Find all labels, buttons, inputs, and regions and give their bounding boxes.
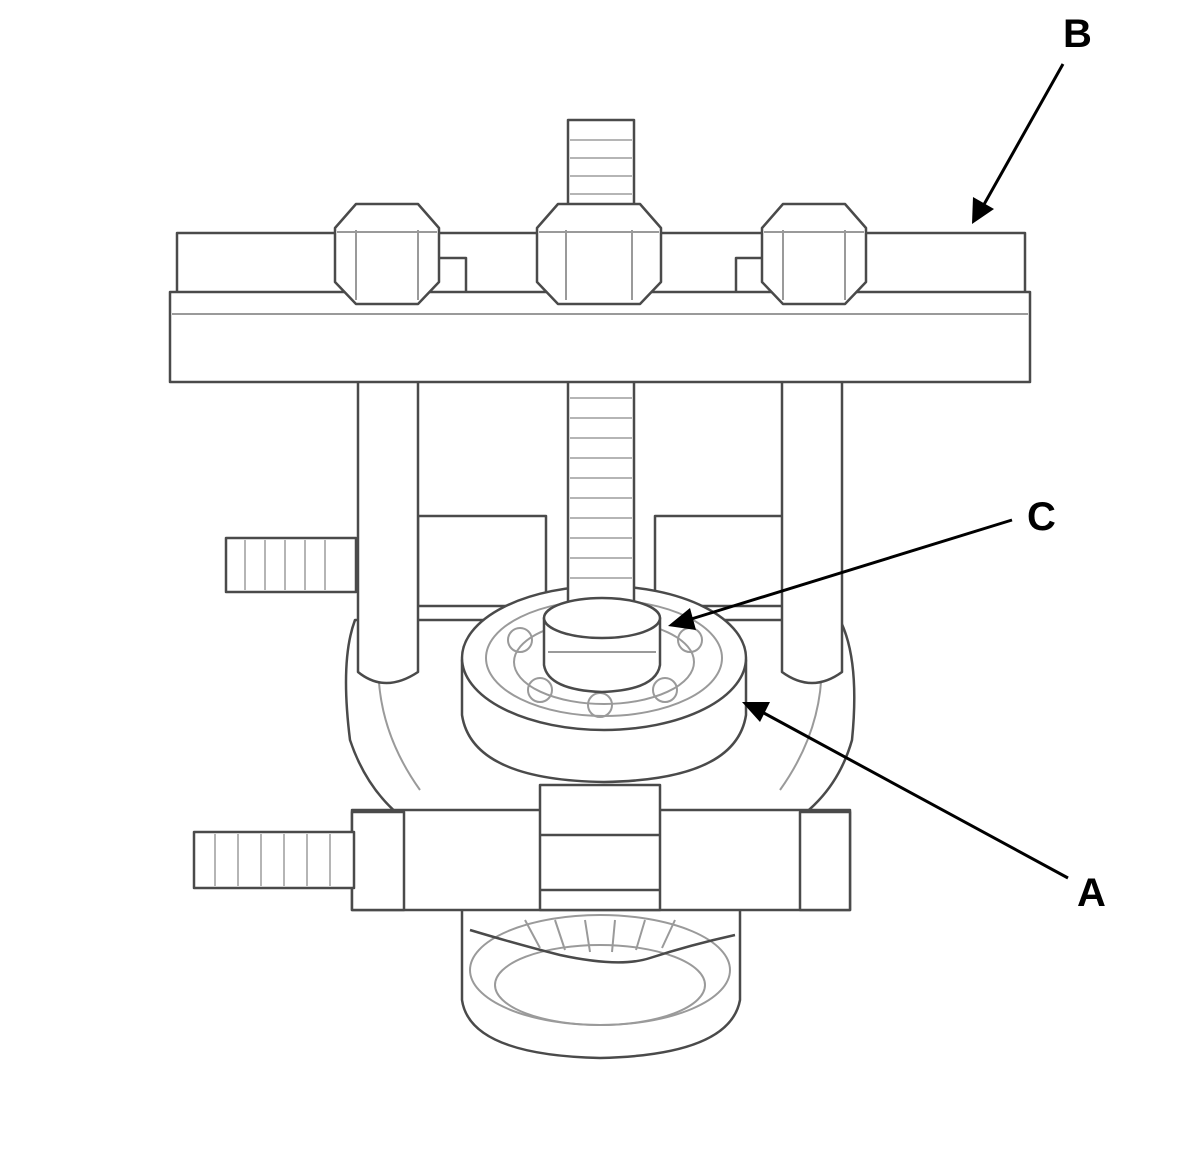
puller-legs <box>356 378 844 685</box>
hex-nut-right <box>760 202 868 306</box>
lower-bearing <box>460 903 742 1060</box>
hex-nut-left <box>333 202 441 306</box>
hex-nut-center <box>535 202 663 306</box>
splitter-bolt-upper <box>224 536 358 594</box>
leader-arrow-a <box>742 702 1069 880</box>
splitter-bolt-lower <box>192 830 356 890</box>
callout-label-b: B <box>1063 12 1092 56</box>
callout-label-a: A <box>1077 871 1106 915</box>
callout-label-c: C <box>1027 495 1056 539</box>
leader-arrow-b <box>972 63 1065 224</box>
adapter-c <box>542 596 662 694</box>
leader-arrow-c <box>668 518 1013 630</box>
